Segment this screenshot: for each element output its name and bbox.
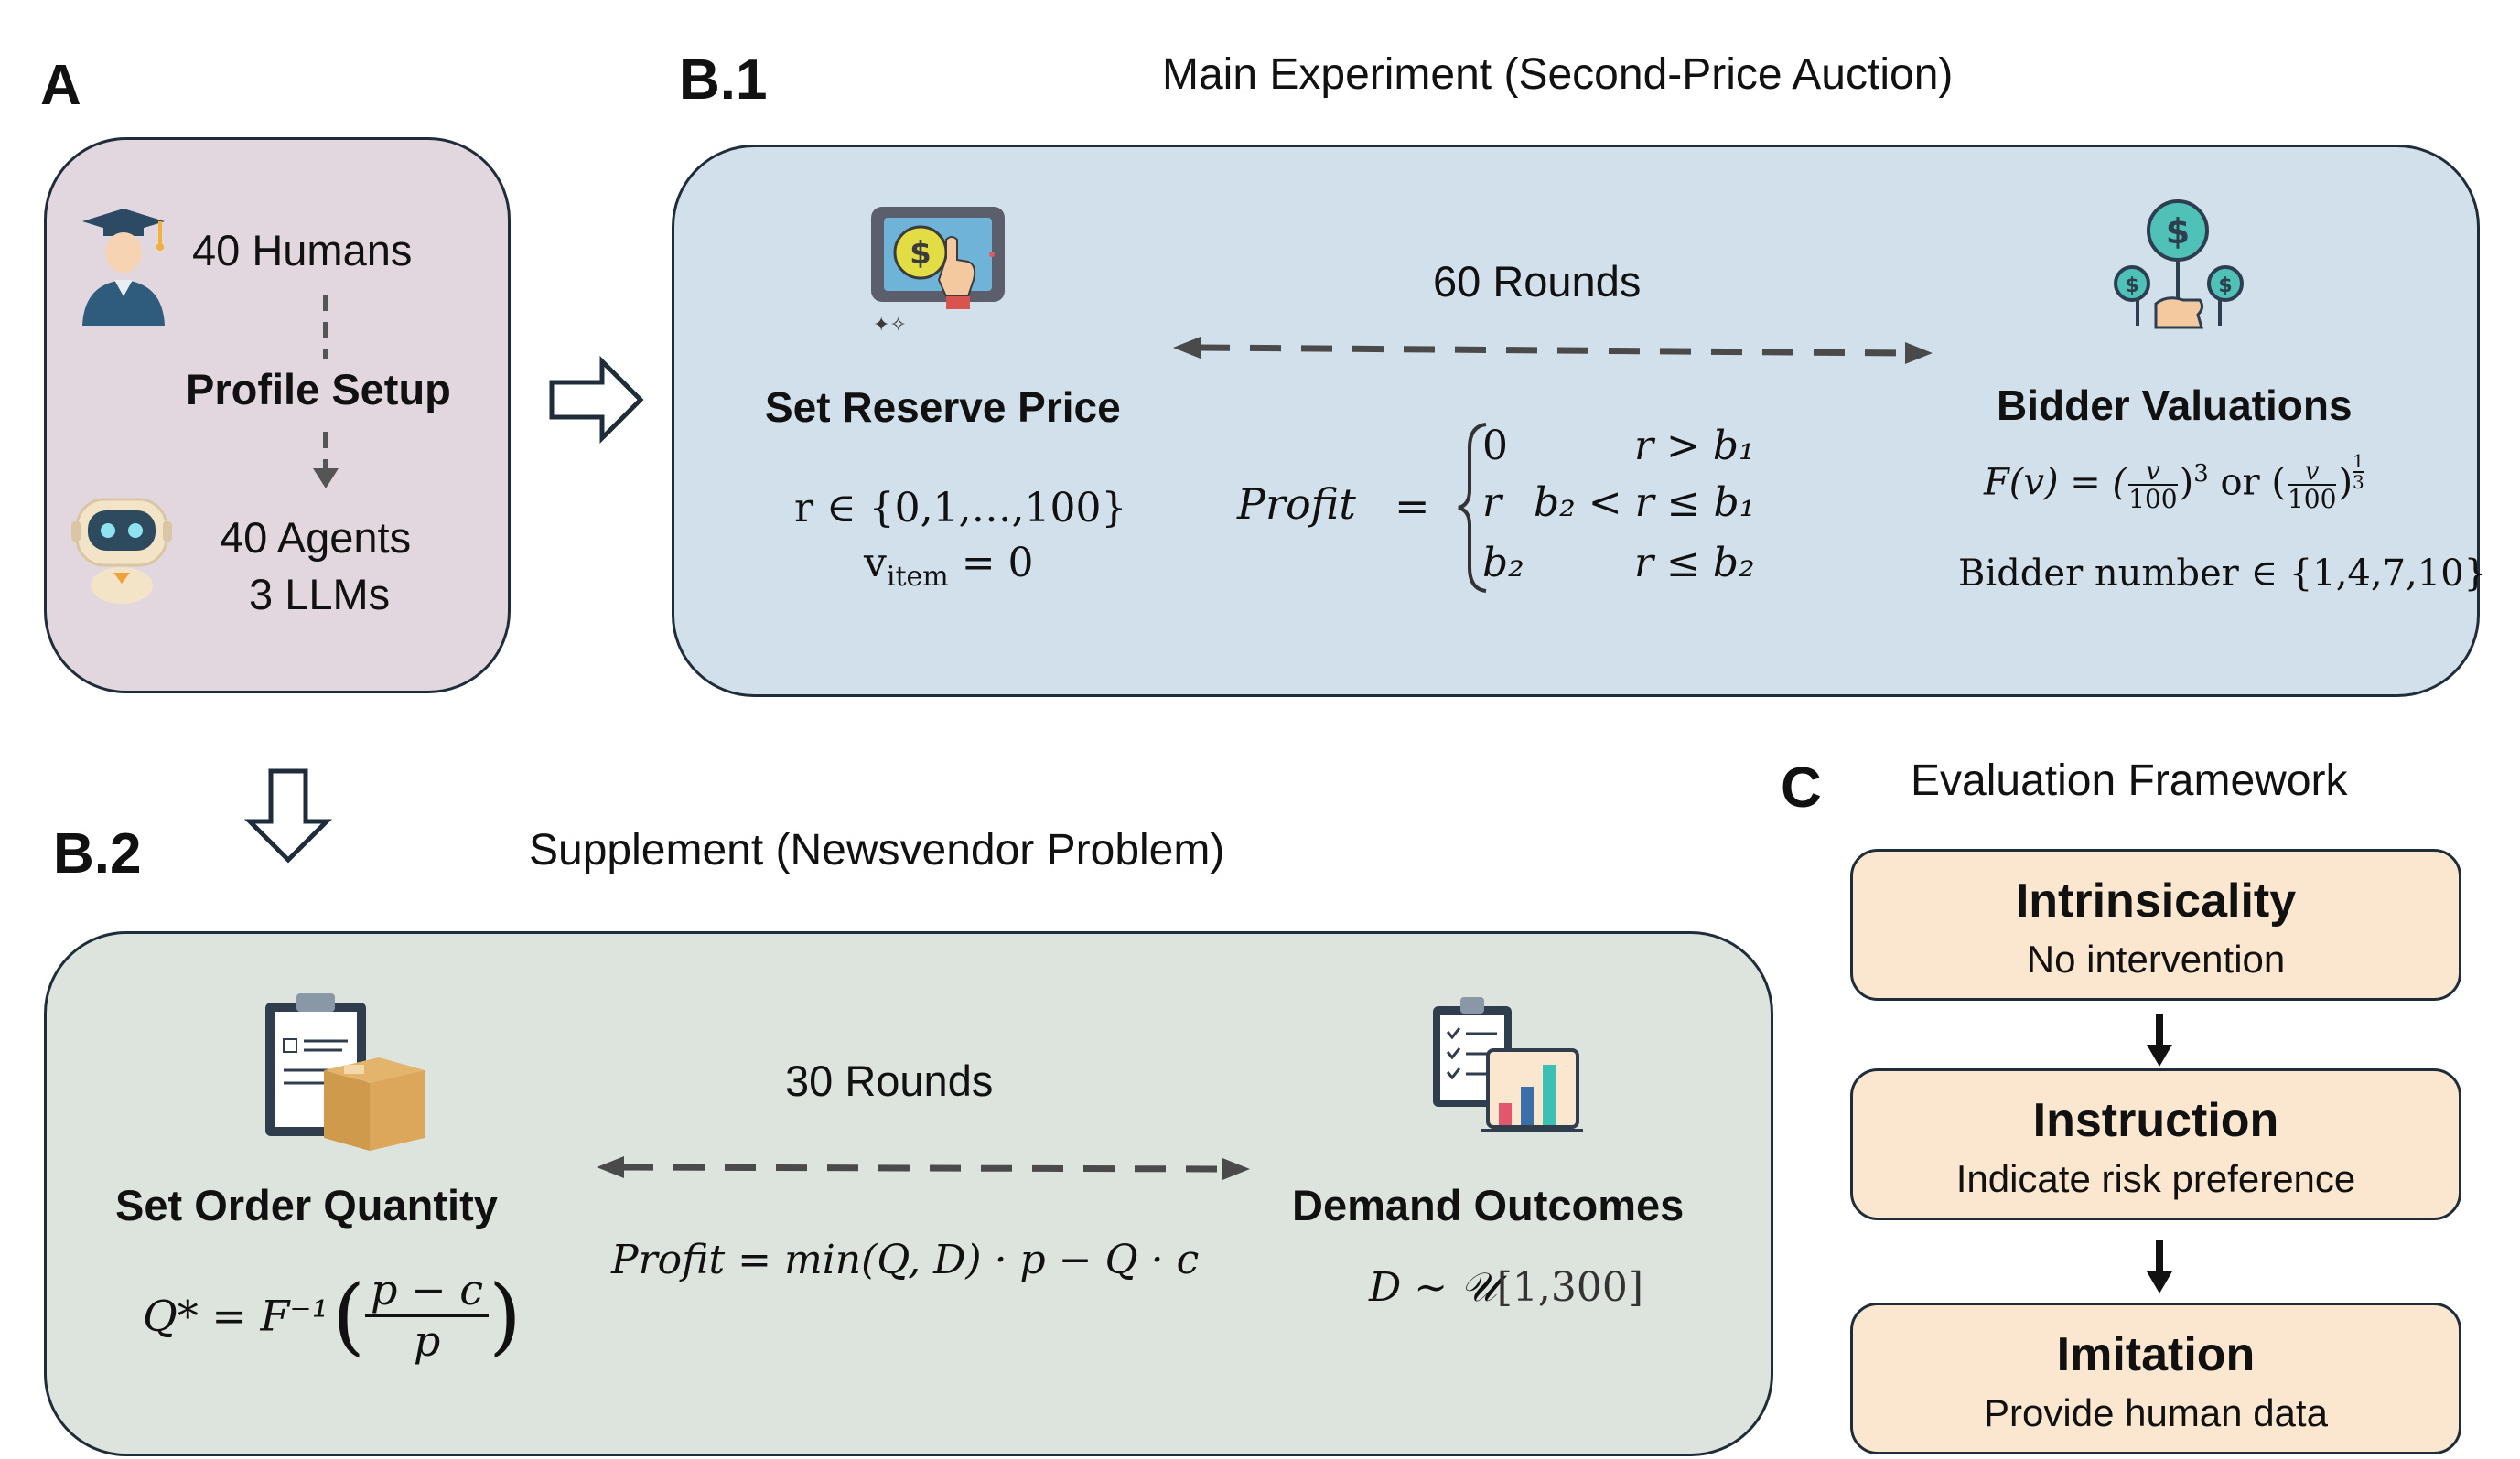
valuation-or: or [2208, 461, 2272, 504]
case-1-value: r [1482, 479, 1502, 526]
arrow-down-outline-icon [243, 768, 333, 864]
clipboard-box-icon [265, 993, 425, 1151]
robot-icon [71, 498, 172, 604]
case-1-condition: b₂ < r ≤ b₁ [1534, 479, 1756, 526]
valuation-fraction-den-2: 100 [2287, 484, 2337, 515]
graduate-icon [82, 209, 165, 326]
b2-rounds-double-arrow [597, 1156, 1250, 1180]
demand-outcomes-title: Demand Outcomes [1292, 1181, 1685, 1229]
b2-profit-formula: Profit = min(Q, D) · p − Q · c [611, 1237, 1200, 1283]
arrow-right-outline-icon [549, 355, 644, 445]
q-fraction-den: p [413, 1315, 441, 1366]
reserve-range-formula: r ∈ {0,1,…,100} [794, 485, 1127, 531]
q-lhs: Q* = F⁻¹ [143, 1291, 329, 1341]
eval-box-imitation: Imitation Provide human data [1850, 1303, 2461, 1454]
eval-box-instruction: Instruction Indicate risk preference [1850, 1068, 2461, 1220]
item-value-formula: vitem = 0 [864, 540, 1034, 593]
valuation-exp-2-num: 1 [2353, 450, 2364, 473]
valuation-fraction-den: 100 [2128, 484, 2178, 515]
llms-label: 3 LLMs [249, 570, 391, 618]
case-0-value: 0 [1482, 423, 1508, 469]
set-reserve-price-title: Set Reserve Price [765, 383, 1121, 431]
case-0-condition: r > b₁ [1634, 423, 1755, 469]
b1-profit-equals: = [1395, 481, 1430, 531]
report-chart-icon [1433, 997, 1583, 1132]
eval-box-intrinsicality-title: Intrinsicality [2015, 874, 2297, 928]
svg-text:$: $ [2125, 274, 2138, 297]
eval-box-intrinsicality: Intrinsicality No intervention [1850, 849, 2461, 1001]
section-b1-letter: B.1 [679, 48, 768, 112]
eval-box-imitation-title: Imitation [2056, 1328, 2256, 1381]
tablet-payment-icon: $ ✦✧ [871, 207, 1005, 337]
section-a-letter: A [40, 54, 81, 117]
b1-profit-brace [1458, 423, 1487, 593]
eval-arrow-1 [2147, 1014, 2172, 1067]
profile-setup-label: Profile Setup [186, 365, 451, 413]
section-c-letter: C [1781, 756, 1822, 820]
svg-text:$: $ [910, 235, 932, 272]
section-c-title: Evaluation Framework [1911, 756, 2348, 805]
b1-profit-label: Profit [1237, 479, 1356, 529]
svg-text:$: $ [2218, 274, 2232, 297]
profile-flow-arrow [313, 295, 339, 488]
item-value-base: v [864, 540, 887, 586]
item-value-sub: item [886, 560, 949, 593]
svg-text:$: $ [2166, 211, 2190, 252]
item-value-rest: = 0 [948, 540, 1034, 586]
b1-rounds-label: 60 Rounds [1433, 257, 1642, 306]
valuation-fraction-num: v [2128, 457, 2178, 487]
valuation-prefix: F(v) = ( [1984, 461, 2127, 504]
agents-label: 40 Agents [220, 513, 412, 562]
b1-rounds-double-arrow [1173, 337, 1933, 364]
demand-range: [1,300] [1496, 1264, 1644, 1311]
valuation-exp-1: 3 [2193, 460, 2209, 488]
humans-label: 40 Humans [192, 226, 413, 274]
section-b1-title: Main Experiment (Second-Price Auction) [1162, 50, 1954, 99]
eval-box-intrinsicality-sub: No intervention [2026, 938, 2286, 981]
eval-box-instruction-sub: Indicate risk preference [1955, 1157, 2356, 1200]
section-b2-letter: B.2 [53, 822, 142, 885]
case-2-condition: r ≤ b₂ [1634, 540, 1755, 586]
bidder-valuations-title: Bidder Valuations [1997, 381, 2353, 429]
eval-arrow-2 [2147, 1240, 2172, 1293]
q-fraction-num: p − c [365, 1266, 490, 1317]
eval-box-instruction-title: Instruction [2032, 1094, 2279, 1147]
eval-box-imitation-sub: Provide human data [1984, 1391, 2328, 1434]
section-b2-title: Supplement (Newsvendor Problem) [529, 826, 1225, 874]
demand-lhs: D ~ 𝒰 [1369, 1264, 1497, 1311]
b2-rounds-label: 30 Rounds [785, 1057, 994, 1105]
money-tree-icon: $ $ $ [2114, 199, 2244, 329]
bidder-number-formula: Bidder number ∈ {1,4,7,10} [1958, 552, 2488, 595]
svg-text:✦✧: ✦✧ [873, 314, 907, 337]
case-2-value: b₂ [1482, 540, 1524, 586]
valuation-fraction-num-2: v [2287, 457, 2337, 487]
set-order-quantity-title: Set Order Quantity [115, 1181, 498, 1229]
demand-distribution-formula: D ~ 𝒰[1,300] [1369, 1264, 1643, 1311]
valuation-exp-2-den: 3 [2353, 471, 2364, 493]
